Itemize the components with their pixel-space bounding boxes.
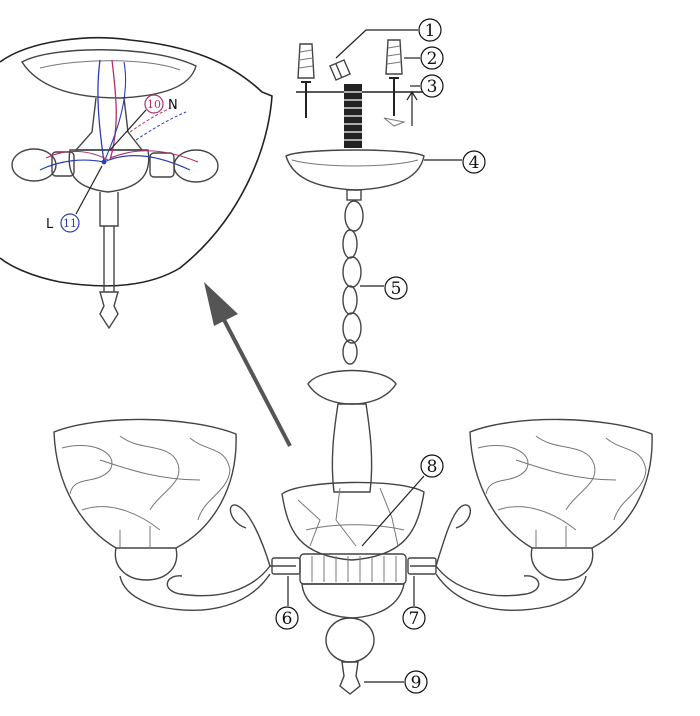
arrow-icon	[204, 282, 292, 447]
canopy-rim	[291, 159, 419, 167]
screw-icon	[389, 77, 399, 116]
detail-finial	[99, 291, 119, 330]
label-8-leader	[361, 475, 425, 547]
detail-left-bulb	[11, 148, 57, 182]
left-shade-pattern	[61, 435, 231, 548]
right-arm	[410, 504, 587, 611]
left-shade-holder	[114, 547, 178, 581]
bottom-ball	[325, 617, 375, 663]
label-3-circle	[420, 74, 444, 98]
lower-bowl	[301, 583, 405, 619]
label-7-circle	[402, 606, 426, 630]
screw-icon	[301, 81, 311, 118]
neutral-number: 10	[147, 98, 161, 111]
wiring-detail-inset: 10 N 11 L	[0, 37, 273, 330]
left-joint	[271, 557, 301, 575]
detail-canopy-ring	[39, 60, 181, 71]
label-2-circle	[420, 46, 444, 70]
anchor-icon	[297, 43, 315, 79]
neutral-number-circle	[144, 94, 164, 114]
right-shade-pattern	[477, 435, 647, 548]
live-leader	[75, 165, 103, 215]
label-2: 2	[427, 49, 438, 69]
neutral-leader	[109, 109, 147, 151]
anchor-screw-pair-part	[329, 59, 351, 81]
live-number-circle	[60, 213, 80, 233]
right-shade-holder	[530, 547, 594, 581]
detail-stem	[74, 97, 144, 151]
detail-canopy	[21, 49, 197, 99]
live-letter: L	[46, 217, 54, 232]
left-arm	[119, 504, 296, 611]
live-number: 11	[63, 217, 77, 230]
label-5-circle	[384, 276, 408, 300]
chandelier-icon	[53, 369, 653, 695]
canopy-hook	[346, 189, 362, 201]
label-5: 5	[391, 279, 402, 299]
mounting-hardware	[296, 39, 432, 148]
right-joint	[407, 557, 437, 575]
label-1-circle	[418, 18, 442, 42]
label-7: 7	[409, 609, 420, 629]
label-6-circle	[275, 606, 299, 630]
detail-bubble-outline	[0, 37, 273, 287]
body-top-cap	[307, 369, 397, 405]
up-arrow-icon	[406, 90, 418, 126]
center-shade	[281, 481, 425, 561]
center-band	[299, 553, 407, 585]
label-4: 4	[469, 153, 480, 173]
anchor-icon	[385, 39, 403, 75]
label-3: 3	[427, 77, 438, 97]
bottom-finial	[339, 661, 361, 695]
detail-body	[68, 149, 150, 193]
label-4-circle	[462, 150, 486, 174]
label-9: 9	[411, 673, 422, 693]
label-6: 6	[282, 609, 293, 629]
label-8: 8	[427, 457, 438, 477]
ceiling-canopy	[285, 149, 425, 191]
left-shade	[53, 418, 237, 549]
label-8-circle	[420, 454, 444, 478]
threaded-rod	[344, 84, 362, 148]
label-9-circle	[404, 670, 428, 694]
chain	[342, 200, 364, 365]
neutral-letter: N	[168, 98, 178, 113]
part-callouts: 1 2 3 4 5 6 7 8 9	[275, 18, 486, 694]
body-neck	[331, 403, 373, 493]
detail-wires	[39, 59, 199, 171]
label-1-leader	[335, 29, 418, 59]
detail-drop-rod	[99, 192, 119, 292]
detail-right-socket	[149, 152, 175, 178]
right-shade	[469, 418, 653, 549]
screw-nut	[383, 117, 406, 127]
label-1: 1	[425, 21, 436, 41]
